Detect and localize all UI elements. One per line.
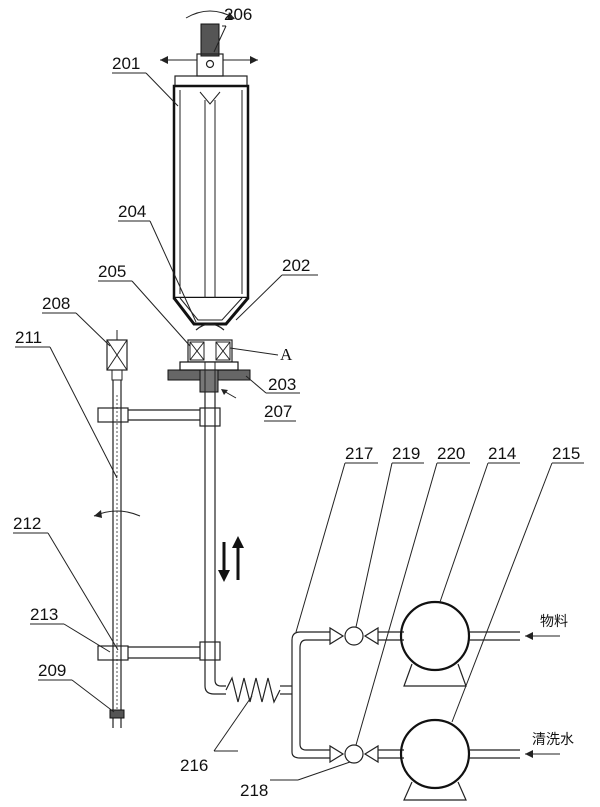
seal-assembly [167, 339, 251, 399]
label-217: 217 [345, 444, 373, 463]
label-218: 218 [240, 781, 268, 800]
valve-219 [329, 626, 379, 646]
cylinder-201 [172, 75, 250, 331]
label-206: 206 [224, 5, 252, 24]
lift-mechanism [93, 330, 200, 728]
bearing-left [189, 341, 205, 361]
label-209: 209 [38, 661, 66, 680]
label-219: 219 [392, 444, 420, 463]
vertical-motion-arrows-icon [218, 536, 244, 582]
spring-216 [225, 676, 292, 704]
bearing-right [215, 341, 231, 361]
label-214: 214 [488, 444, 516, 463]
valve-220 [329, 744, 379, 764]
leader-lines [13, 25, 584, 781]
label-220: 220 [437, 444, 465, 463]
pump-215 [399, 718, 520, 801]
label-215: 215 [552, 444, 580, 463]
label-A: A [280, 345, 293, 364]
material-inlet-text: 物料 [540, 614, 568, 630]
label-202: 202 [282, 256, 310, 275]
label-201: 201 [112, 54, 140, 73]
feed-tube [199, 392, 226, 695]
label-213: 213 [30, 605, 58, 624]
pump-214 [399, 600, 520, 687]
label-204: 204 [118, 202, 146, 221]
wash-water-inlet-text: 清洗水 [532, 732, 574, 748]
label-211: 211 [15, 328, 42, 347]
material-inlet-arrow-icon [525, 632, 560, 640]
piping [291, 631, 404, 759]
label-207: 207 [264, 402, 292, 421]
label-212: 212 [13, 514, 41, 533]
label-203: 203 [268, 375, 296, 394]
wash-water-inlet-arrow-icon [525, 750, 560, 758]
label-208: 208 [42, 294, 70, 313]
label-216: 216 [180, 756, 208, 775]
label-205: 205 [98, 262, 126, 281]
